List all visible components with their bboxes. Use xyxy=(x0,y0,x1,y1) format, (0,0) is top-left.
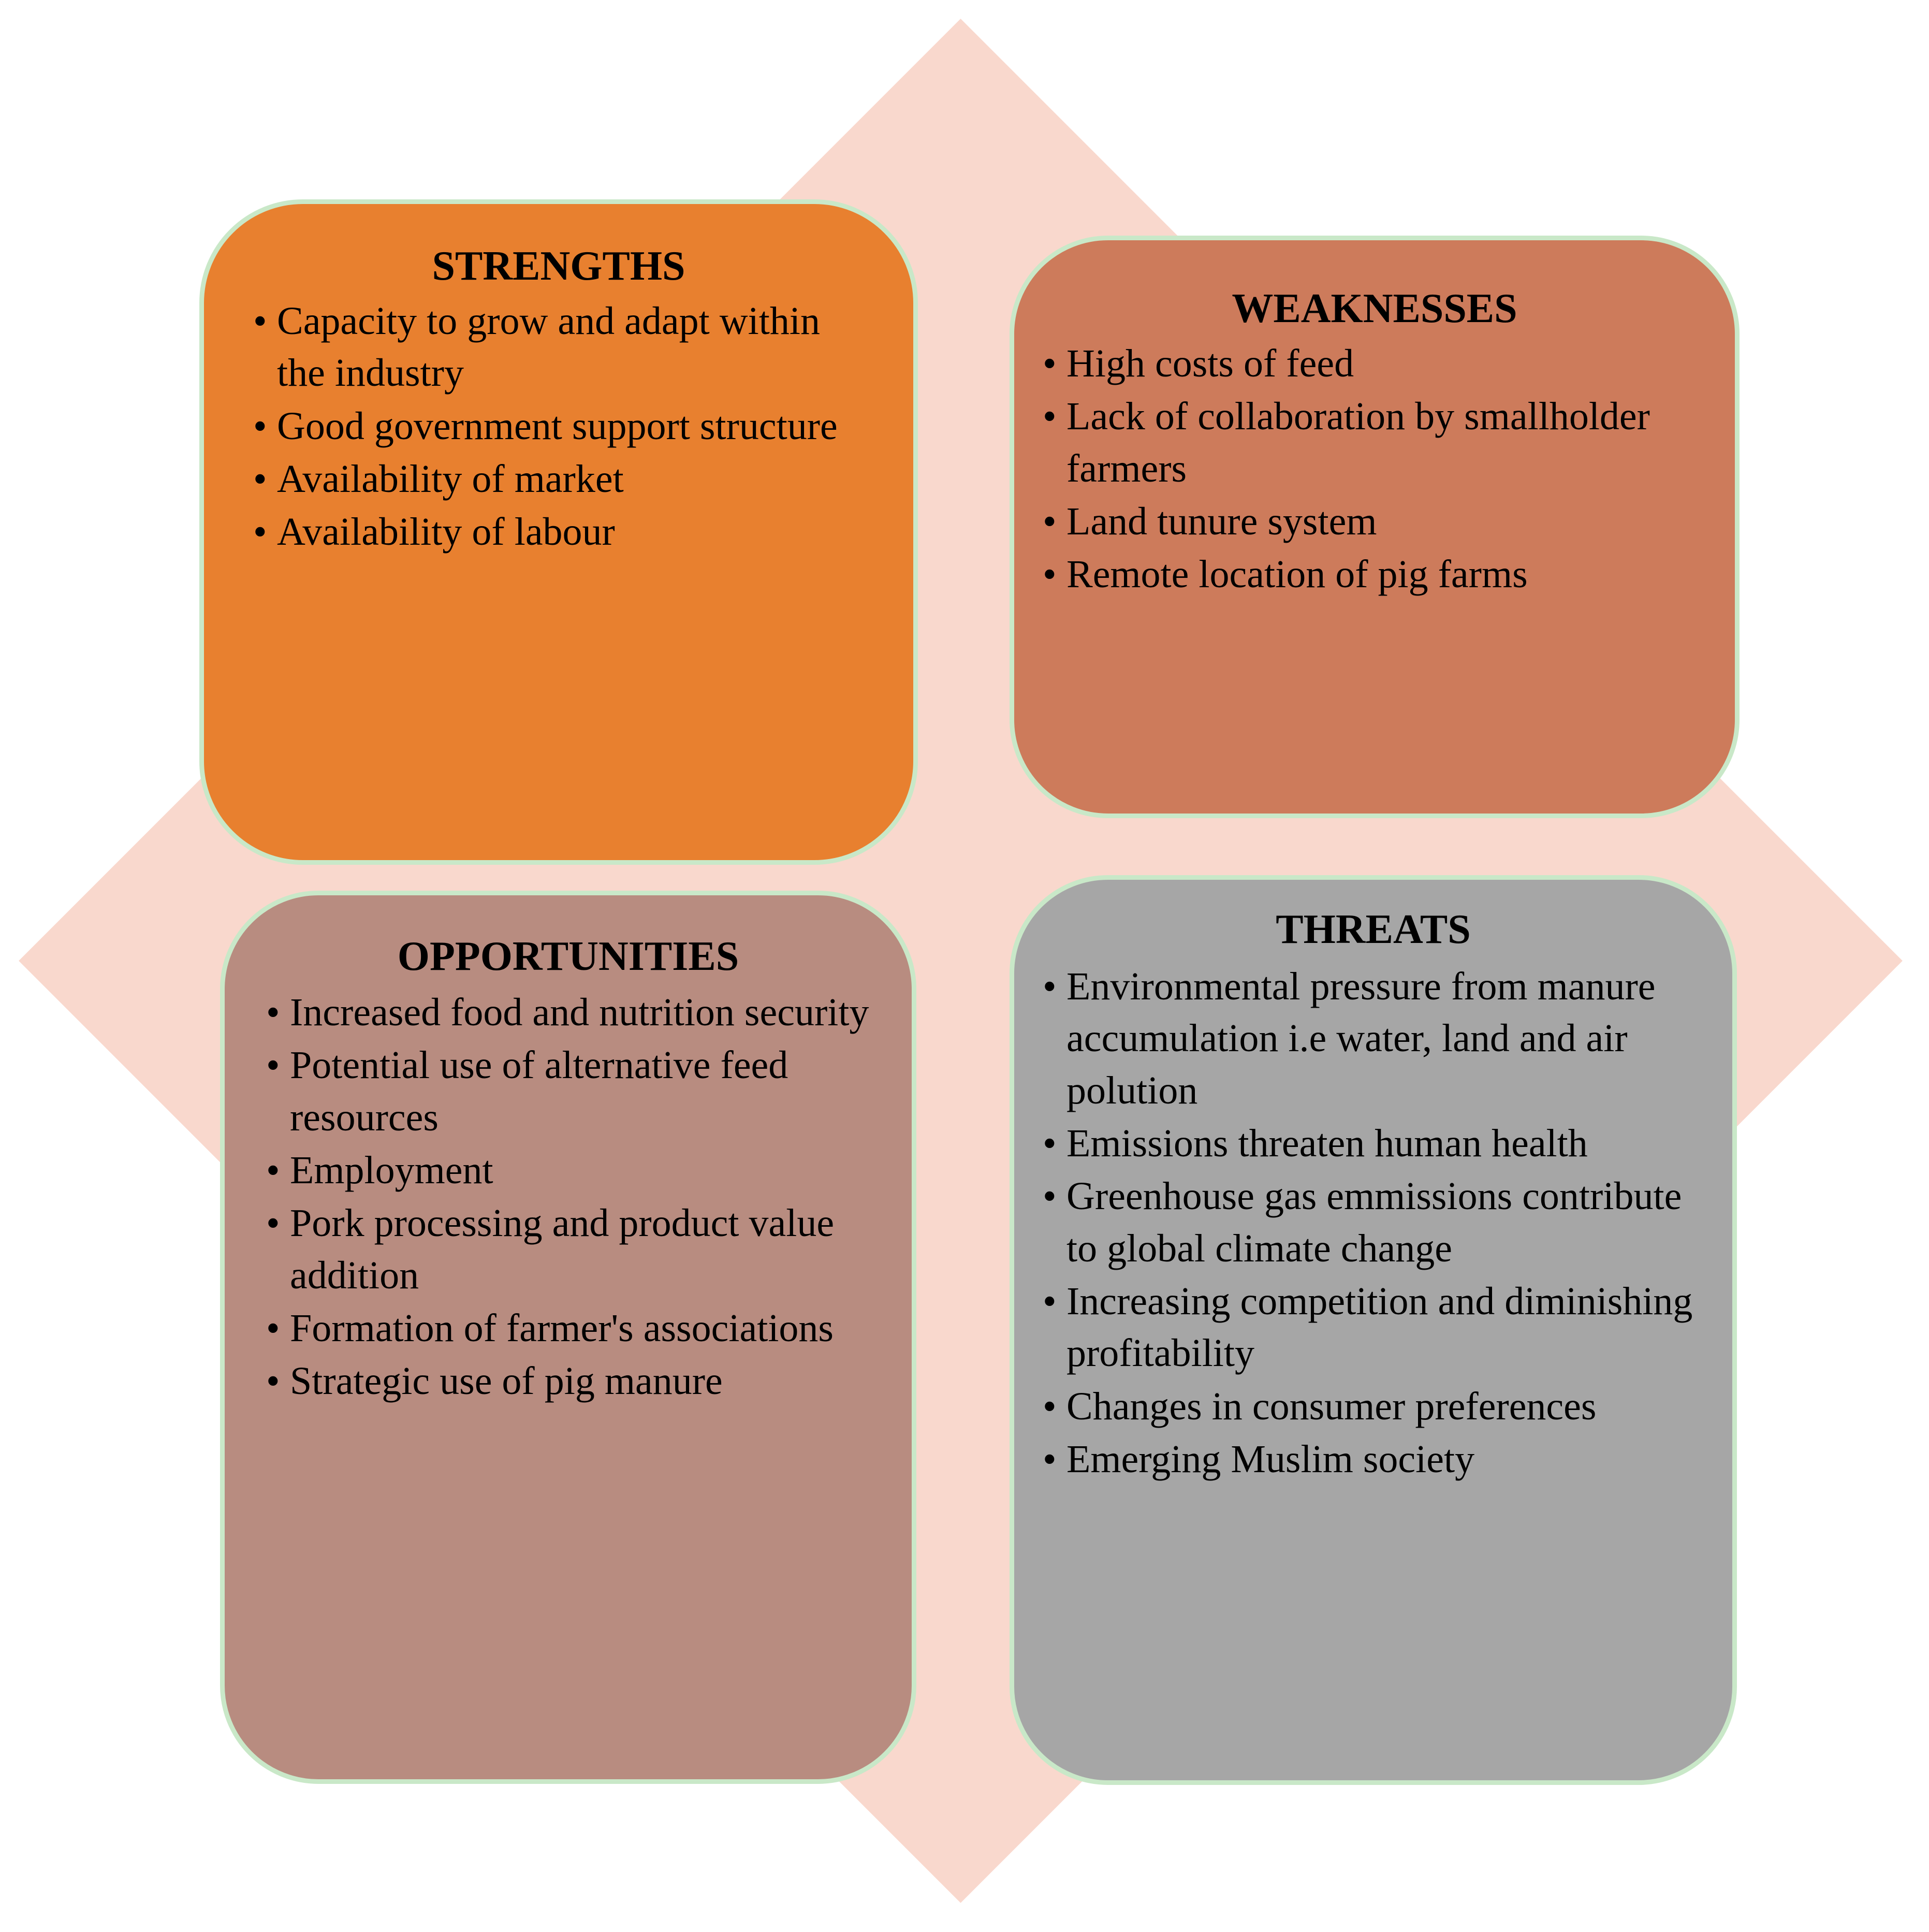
list-item: • Increased food and nutrition security xyxy=(266,986,891,1038)
list-item-text: Pork processing and product value additi… xyxy=(290,1201,835,1297)
bullet-icon: • xyxy=(266,1201,280,1245)
bullet-icon: • xyxy=(266,1043,280,1087)
list-item-text: Availability of labour xyxy=(277,510,615,554)
list-item: •Strategic use of pig manure xyxy=(266,1355,891,1407)
opportunities-list: • Increased food and nutrition security … xyxy=(266,986,891,1407)
bullet-icon: • xyxy=(253,510,267,554)
list-item: •Availability of market xyxy=(253,453,877,505)
quadrant-weaknesses[interactable]: WEAKNESSES •High costs of feed •Lack of … xyxy=(1010,236,1740,818)
quadrant-opportunities[interactable]: OPPORTUNITIES • Increased food and nutri… xyxy=(220,891,916,1784)
threats-list: •Environmental pressure from manure accu… xyxy=(1043,961,1712,1485)
quadrant-strengths[interactable]: STRENGTHS •Capacity to grow and adapt wi… xyxy=(199,199,918,865)
list-item-text: Greenhouse gas emmissions contribute to … xyxy=(1066,1174,1682,1270)
threats-title: THREATS xyxy=(1276,907,1471,952)
list-item-text: Increasing competition and diminishing p… xyxy=(1066,1279,1693,1375)
list-item: •Emerging Muslim society xyxy=(1043,1433,1712,1485)
bullet-icon: • xyxy=(253,404,267,448)
quadrant-threats[interactable]: THREATS •Environmental pressure from man… xyxy=(1010,875,1737,1785)
list-item-text: High costs of feed xyxy=(1066,342,1354,385)
list-item: •Increasing competition and diminishing … xyxy=(1043,1275,1712,1379)
list-item: •Availability of labour xyxy=(253,506,877,558)
list-item: •Changes in consumer preferences xyxy=(1043,1381,1712,1432)
list-item-text: Employment xyxy=(290,1148,493,1192)
strengths-list: •Capacity to grow and adapt within the i… xyxy=(253,295,877,558)
bullet-icon: • xyxy=(1043,342,1057,385)
list-item-text: Availability of market xyxy=(277,457,624,501)
list-item: •Environmental pressure from manure accu… xyxy=(1043,961,1712,1116)
list-item-text: Capacity to grow and adapt within the in… xyxy=(277,299,820,395)
bullet-icon: • xyxy=(253,299,267,343)
bullet-icon: • xyxy=(1043,1384,1057,1428)
bullet-icon: • xyxy=(1043,1437,1057,1481)
weaknesses-title: WEAKNESSES xyxy=(1232,286,1517,331)
list-item-text: Formation of farmer's associations xyxy=(290,1306,834,1350)
bullet-icon: • xyxy=(266,1359,280,1403)
list-item: •Pork processing and product value addit… xyxy=(266,1197,891,1301)
list-item: •Capacity to grow and adapt within the i… xyxy=(253,295,877,399)
bullet-icon: • xyxy=(1043,1279,1057,1323)
list-item: •Potential use of alternative feed resou… xyxy=(266,1039,891,1143)
list-item: •High costs of feed xyxy=(1043,338,1709,389)
opportunities-title: OPPORTUNITIES xyxy=(397,934,739,979)
bullet-icon: • xyxy=(266,991,280,1034)
list-item-text: Environmental pressure from manure accum… xyxy=(1066,965,1656,1112)
list-item: •Emissions threaten human health xyxy=(1043,1117,1712,1169)
list-item-text: Increased food and nutrition security xyxy=(290,991,869,1034)
bullet-icon: • xyxy=(1043,395,1057,439)
list-item: •Formation of farmer's associations xyxy=(266,1302,891,1354)
bullet-icon: • xyxy=(1043,1174,1057,1218)
bullet-icon: • xyxy=(266,1148,280,1192)
list-item-text: Strategic use of pig manure xyxy=(290,1359,723,1403)
bullet-icon: • xyxy=(1043,499,1057,543)
list-item-text: Good government support structure xyxy=(277,404,838,448)
list-item: •Land tunure system xyxy=(1043,496,1709,547)
bullet-icon: • xyxy=(1043,553,1057,597)
weaknesses-list: •High costs of feed •Lack of collaborati… xyxy=(1043,338,1709,601)
bullet-icon: • xyxy=(1043,1121,1057,1165)
list-item-text: Lack of collaboration by smallholder far… xyxy=(1066,395,1650,490)
list-item-text: Changes in consumer preferences xyxy=(1066,1384,1597,1428)
strengths-title: STRENGTHS xyxy=(432,243,685,289)
bullet-icon: • xyxy=(253,457,267,501)
list-item-text: Emissions threaten human health xyxy=(1066,1121,1588,1165)
bullet-icon: • xyxy=(1043,965,1057,1008)
list-item-text: Emerging Muslim society xyxy=(1066,1437,1475,1481)
list-item: •Good government support structure xyxy=(253,400,877,452)
list-item-text: Potential use of alternative feed resour… xyxy=(290,1043,788,1139)
list-item: •Greenhouse gas emmissions contribute to… xyxy=(1043,1170,1712,1274)
list-item-text: Land tunure system xyxy=(1066,499,1377,543)
bullet-icon: • xyxy=(266,1306,280,1350)
list-item: •Lack of collaboration by smallholder fa… xyxy=(1043,390,1709,495)
list-item: •Employment xyxy=(266,1144,891,1196)
list-item: •Remote location of pig farms xyxy=(1043,548,1709,600)
list-item-text: Remote location of pig farms xyxy=(1066,553,1528,597)
